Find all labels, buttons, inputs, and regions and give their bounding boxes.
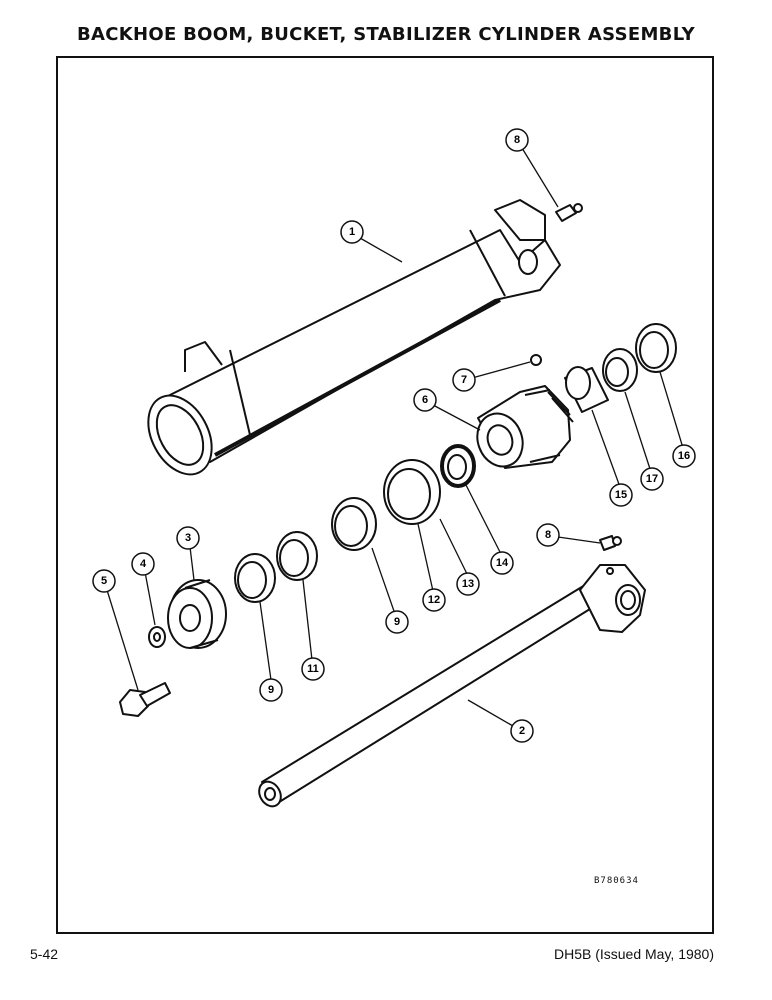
seal-ring xyxy=(276,531,318,581)
svg-text:16: 16 xyxy=(678,450,690,462)
grease-fitting-top xyxy=(555,203,583,222)
cylinder-barrel xyxy=(147,199,561,476)
rod-seal xyxy=(383,459,441,525)
page-title: BACKHOE BOOM, BUCKET, STABILIZER CYLINDE… xyxy=(76,24,696,45)
callout-6: 6 xyxy=(413,388,437,412)
callout-9-b: 9 xyxy=(385,610,409,634)
wiper-ring xyxy=(635,323,677,373)
grease-fitting-rod xyxy=(599,535,622,551)
svg-text:3: 3 xyxy=(185,532,191,544)
svg-text:9: 9 xyxy=(394,616,400,628)
drawing-code: B780634 xyxy=(594,876,639,886)
callout-4: 4 xyxy=(131,552,155,576)
retaining-ring xyxy=(602,348,638,392)
callout-12: 12 xyxy=(422,588,446,612)
svg-text:15: 15 xyxy=(615,489,627,501)
callout-14: 14 xyxy=(490,551,514,575)
callout-8-top: 8 xyxy=(505,128,529,152)
page-number: 5-42 xyxy=(30,946,59,962)
svg-text:14: 14 xyxy=(496,557,509,569)
callout-9-a: 9 xyxy=(259,678,283,702)
svg-text:6: 6 xyxy=(422,394,428,406)
svg-text:11: 11 xyxy=(307,663,319,675)
revision-note: DH5B (Issued May, 1980) xyxy=(553,946,714,962)
callout-1: 1 xyxy=(340,220,364,244)
svg-text:5: 5 xyxy=(101,575,107,587)
callout-11: 11 xyxy=(301,657,325,681)
svg-text:17: 17 xyxy=(646,473,658,485)
wear-ring-a xyxy=(234,553,276,603)
callout-7: 7 xyxy=(452,368,476,392)
svg-text:8: 8 xyxy=(514,134,520,146)
piston xyxy=(167,579,227,649)
svg-text:7: 7 xyxy=(461,374,467,386)
plug xyxy=(530,354,542,366)
callouts: 1 2 3 4 5 6 7 8 8 9 9 11 12 13 14 15 16 … xyxy=(92,128,696,743)
svg-text:13: 13 xyxy=(462,578,474,590)
leader-lines xyxy=(106,147,684,727)
callout-5: 5 xyxy=(92,569,116,593)
diagram-frame xyxy=(56,56,714,934)
bolt xyxy=(119,682,171,717)
wiper-seal xyxy=(440,444,476,488)
callout-8-rod: 8 xyxy=(536,523,560,547)
svg-text:9: 9 xyxy=(268,684,274,696)
callout-16: 16 xyxy=(672,444,696,468)
svg-text:4: 4 xyxy=(140,558,147,570)
callout-2: 2 xyxy=(510,719,534,743)
svg-text:2: 2 xyxy=(519,725,525,737)
callout-15: 15 xyxy=(609,483,633,507)
piston-rod xyxy=(258,564,646,808)
callout-13: 13 xyxy=(456,572,480,596)
svg-text:8: 8 xyxy=(545,529,551,541)
callout-3: 3 xyxy=(176,526,200,550)
wear-ring-b xyxy=(331,497,377,551)
callout-17: 17 xyxy=(640,467,664,491)
svg-text:1: 1 xyxy=(349,226,355,238)
washer xyxy=(148,626,166,648)
svg-text:12: 12 xyxy=(428,594,440,606)
bushing xyxy=(564,366,609,413)
cylinder-head xyxy=(476,385,574,469)
